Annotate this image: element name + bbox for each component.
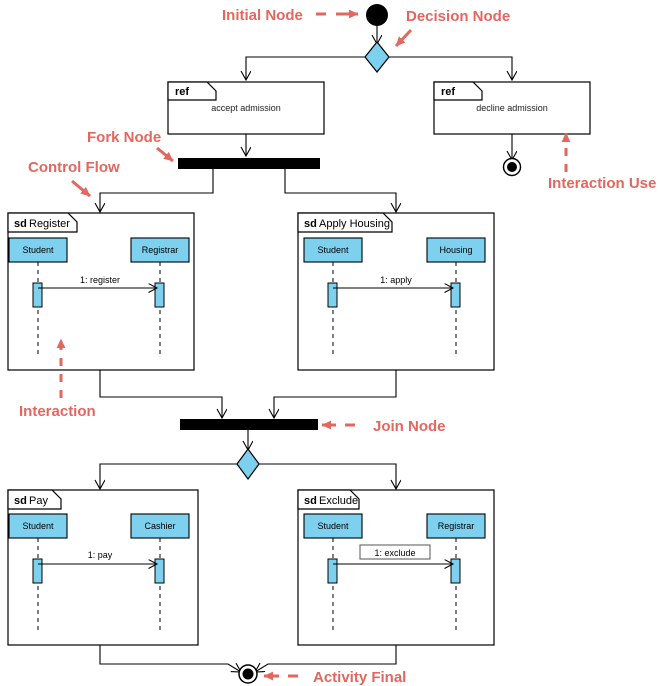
message-label: 1: apply xyxy=(380,275,412,285)
frame-name: Pay xyxy=(29,495,48,507)
ref-label: decline admission xyxy=(476,103,548,113)
lifeline-student[interactable]: Student xyxy=(8,513,68,632)
interaction-frame-pay[interactable]: sd Pay Student Cashier 1: pay xyxy=(7,489,199,646)
lifeline-label: Cashier xyxy=(144,521,175,531)
lifeline-housing[interactable]: Housing xyxy=(426,237,486,356)
decision-node-top xyxy=(364,41,390,73)
lifeline-registrar[interactable]: Registrar xyxy=(130,237,190,356)
interaction-use-decline-admission[interactable]: ref decline admission xyxy=(433,81,591,135)
annotation-join-node: Join Node xyxy=(321,418,446,435)
annotation-control-flow: Control Flow xyxy=(28,159,120,198)
annotation-label: Initial Node xyxy=(222,7,303,24)
annotation-decision-node: Decision Node xyxy=(394,8,510,48)
lifeline-label: Student xyxy=(22,245,54,255)
annotation-label: Decision Node xyxy=(406,8,510,25)
annotation-interaction-use: Interaction Use xyxy=(548,132,656,192)
annotation-activity-final: Activity Final xyxy=(263,669,406,686)
ref-keyword: ref xyxy=(441,86,455,98)
decision-node-bottom xyxy=(236,447,260,481)
annotation-label: Interaction xyxy=(19,403,96,420)
annotation-label: Fork Node xyxy=(87,129,161,146)
frame-keyword: sd xyxy=(14,495,27,507)
interaction-frame-exclude[interactable]: sd Exclude Student Registrar 1: exclude xyxy=(297,489,495,646)
interaction-frame-apply-housing[interactable]: sd Apply Housing Student Housing 1: appl… xyxy=(297,212,495,371)
message-pay[interactable]: 1: pay xyxy=(38,550,157,564)
ref-label: accept admission xyxy=(211,103,281,113)
lifeline-label: Student xyxy=(317,245,349,255)
annotation-fork-node: Fork Node xyxy=(87,129,174,163)
frame-keyword: sd xyxy=(14,218,27,230)
lifeline-label: Registrar xyxy=(142,245,179,255)
annotation-label: Control Flow xyxy=(28,159,120,176)
message-apply[interactable]: 1: apply xyxy=(333,275,453,288)
frame-name: Register xyxy=(29,218,70,230)
annotation-label: Activity Final xyxy=(313,669,406,686)
lifeline-cashier[interactable]: Cashier xyxy=(130,513,190,632)
message-exclude[interactable]: 1: exclude xyxy=(333,544,453,564)
lifeline-student[interactable]: Student xyxy=(303,513,363,632)
lifeline-label: Housing xyxy=(439,245,472,255)
message-label: 1: register xyxy=(80,275,120,285)
frame-keyword: sd xyxy=(304,495,317,507)
lifeline-student[interactable]: Student xyxy=(303,237,363,356)
message-register[interactable]: 1: register xyxy=(38,275,157,288)
message-label: 1: pay xyxy=(88,550,113,560)
activity-final-node-end xyxy=(238,664,258,684)
frame-name: Exclude xyxy=(319,495,358,507)
activity-final-node-decline xyxy=(502,157,522,177)
message-label: 1: exclude xyxy=(374,548,415,558)
join-node xyxy=(180,419,318,430)
frame-name: Apply Housing xyxy=(319,218,390,230)
lifeline-label: Student xyxy=(317,521,349,531)
annotation-interaction: Interaction xyxy=(19,338,96,420)
interaction-frame-register[interactable]: sd Register Student Registrar 1: registe… xyxy=(7,212,195,371)
annotation-label: Join Node xyxy=(373,418,446,435)
lifeline-label: Student xyxy=(22,521,54,531)
lifeline-label: Registrar xyxy=(438,521,475,531)
frame-keyword: sd xyxy=(304,218,317,230)
annotation-label: Interaction Use xyxy=(548,175,656,192)
annotation-initial-node: Initial Node xyxy=(222,7,359,24)
fork-node xyxy=(178,158,320,169)
lifeline-student[interactable]: Student xyxy=(8,237,68,356)
interaction-use-accept-admission[interactable]: ref accept admission xyxy=(167,81,325,135)
lifeline-registrar[interactable]: Registrar xyxy=(426,513,486,632)
ref-keyword: ref xyxy=(175,86,189,98)
initial-node xyxy=(366,4,388,26)
